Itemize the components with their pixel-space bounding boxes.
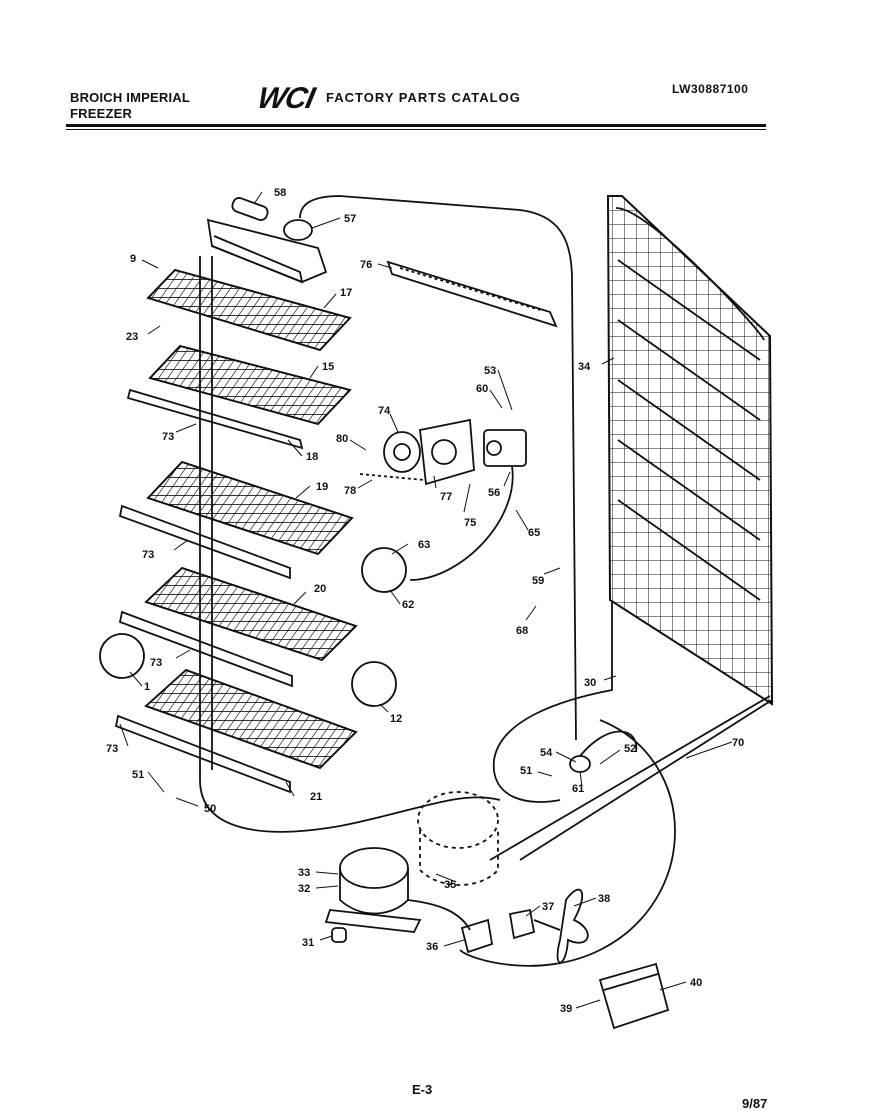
condenser-coil — [606, 195, 774, 706]
callout: 60 — [476, 383, 488, 395]
callout: 73 — [106, 743, 118, 755]
detail-circle-1 — [99, 633, 145, 679]
page-number: E-3 — [412, 1082, 433, 1097]
callout: 31 — [302, 937, 314, 949]
callout: 12 — [390, 713, 402, 725]
detail-circle-12 — [351, 661, 397, 707]
callout: 51 — [132, 769, 144, 781]
callout: 37 — [542, 901, 554, 913]
callout: 62 — [402, 599, 414, 611]
callout: 34 — [578, 361, 591, 373]
callout: 50 — [204, 803, 216, 815]
fan-motor — [508, 908, 561, 940]
callout: 1 — [144, 681, 150, 693]
callout: 78 — [344, 485, 356, 497]
callout: 17 — [340, 287, 352, 299]
callout: 56 — [488, 487, 500, 499]
detail-circle-62 — [361, 547, 407, 593]
callout: 19 — [316, 481, 328, 493]
callout: 74 — [378, 405, 391, 417]
callout: 65 — [528, 527, 540, 539]
callout: 63 — [418, 539, 430, 551]
catalog-date: 9/87 — [742, 1096, 768, 1111]
brand-line-1: BROICH IMPERIAL — [70, 90, 190, 105]
callout: 39 — [560, 1003, 572, 1015]
shelf-19 — [118, 460, 354, 580]
callout: 38 — [598, 893, 610, 905]
relay — [460, 918, 494, 954]
callout: 73 — [142, 549, 154, 561]
leader-lines — [119, 191, 733, 1009]
callout: 73 — [150, 657, 162, 669]
callout: 35 — [444, 879, 456, 891]
callout: 59 — [532, 575, 544, 587]
header-rule-thin — [66, 129, 766, 130]
callout: 23 — [126, 331, 138, 343]
callout: 80 — [336, 433, 348, 445]
catalog-title: FACTORY PARTS CATALOG — [326, 90, 521, 105]
control-housing — [206, 195, 577, 741]
fan-blade — [556, 888, 589, 964]
callout: 73 — [162, 431, 174, 443]
callout: 58 — [274, 187, 286, 199]
header-rule — [66, 124, 766, 127]
top-panel-bar — [386, 260, 558, 328]
callout: 36 — [426, 941, 438, 953]
callout: 9 — [130, 253, 136, 265]
model-number: LW30887100 — [672, 82, 749, 96]
shelf-20 — [118, 566, 358, 688]
callout: 75 — [464, 517, 476, 529]
callout: 76 — [360, 259, 372, 271]
callout: 20 — [314, 583, 326, 595]
callout: 68 — [516, 625, 528, 637]
callout: 21 — [310, 791, 322, 803]
callout: 54 — [540, 747, 553, 759]
shelf-tubing — [199, 256, 501, 833]
shelf-17 — [146, 268, 352, 352]
callout: 30 — [584, 677, 596, 689]
brand-label: BROICH IMPERIAL FREEZER — [70, 90, 190, 122]
callout: 53 — [484, 365, 496, 377]
thermostat-assembly — [359, 418, 527, 581]
drain-pan — [598, 962, 670, 1030]
compressor — [324, 847, 471, 933]
shelf-21 — [114, 668, 358, 794]
compressor-outline — [417, 791, 499, 886]
callout: 33 — [298, 867, 310, 879]
callout: 18 — [306, 451, 318, 463]
base-frame — [459, 600, 773, 967]
callout-labels: 58 57 9 76 17 23 15 53 60 34 74 80 73 18… — [106, 187, 744, 1015]
callout: 52 — [624, 743, 636, 755]
brand-line-2: FREEZER — [70, 106, 133, 121]
callout: 70 — [732, 737, 744, 749]
callout: 40 — [690, 977, 702, 989]
callout: 32 — [298, 883, 310, 895]
grommet — [331, 927, 347, 943]
callout: 57 — [344, 213, 356, 225]
callout: 15 — [322, 361, 334, 373]
callout: 51 — [520, 765, 532, 777]
callout: 61 — [572, 783, 584, 795]
callout: 77 — [440, 491, 452, 503]
